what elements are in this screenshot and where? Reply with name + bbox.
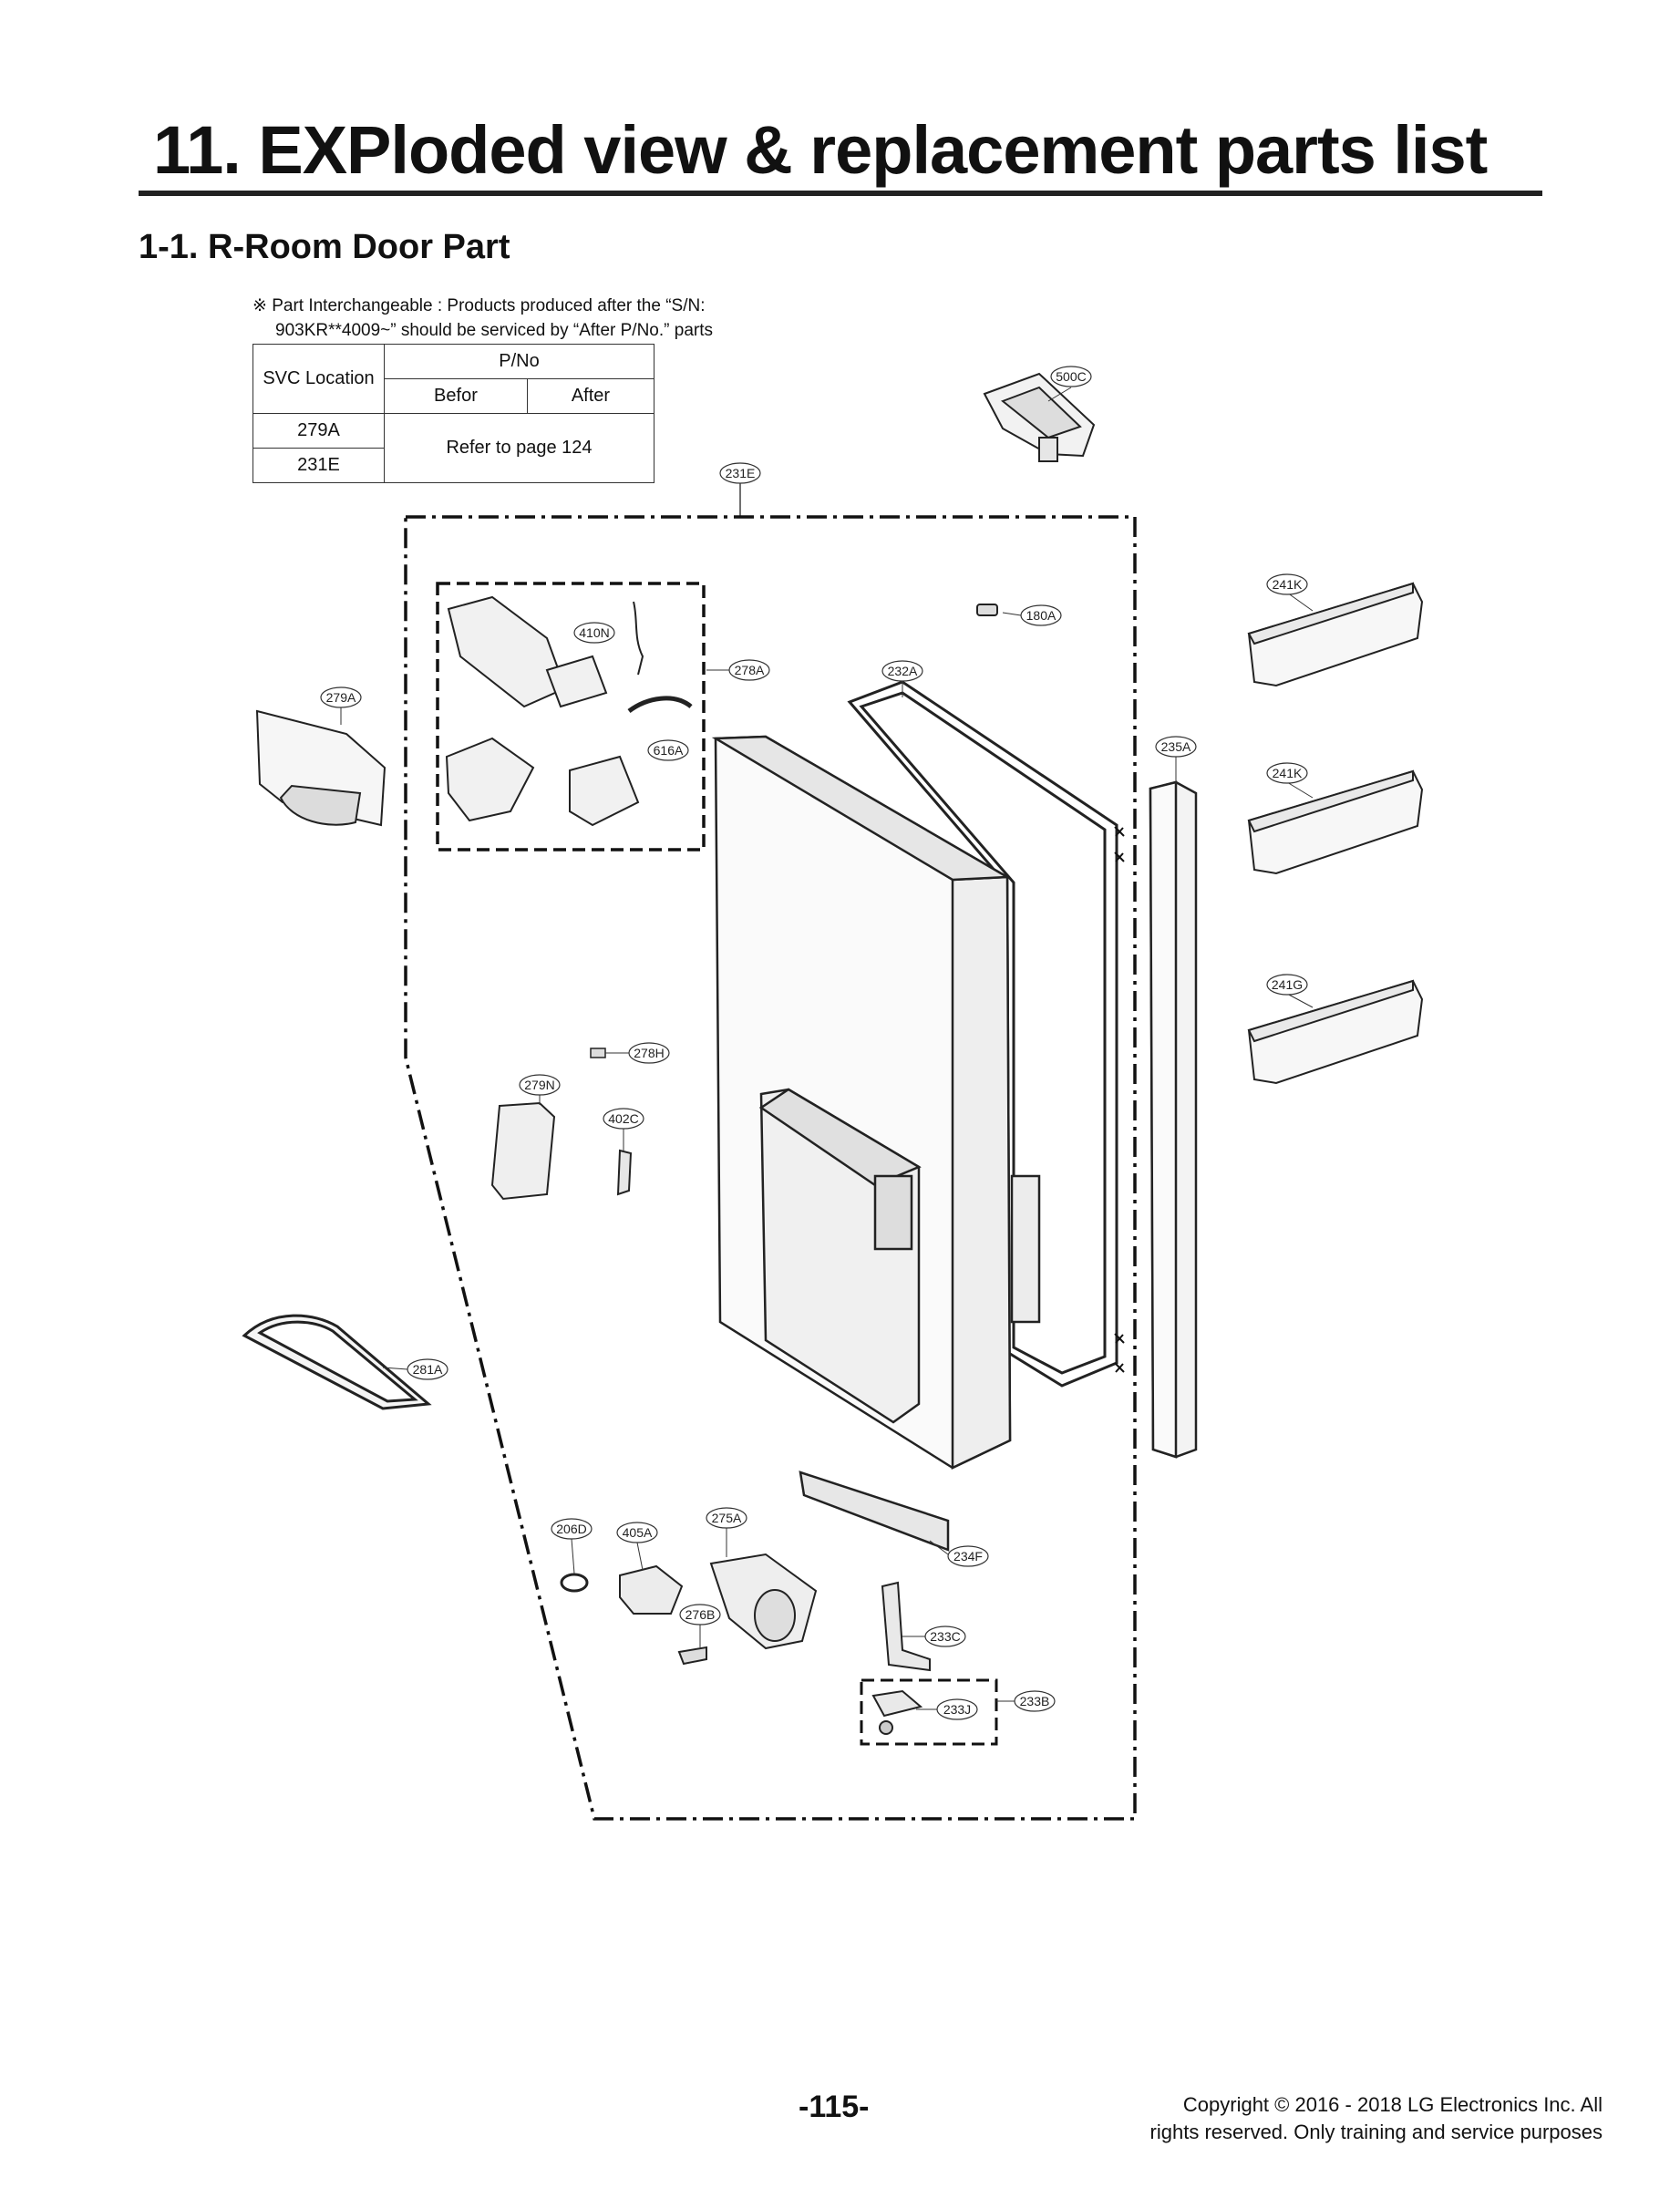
- svg-text:231E: 231E: [726, 466, 756, 480]
- callout-235A: 235A: [1155, 736, 1197, 784]
- callout-410N: 410N: [573, 622, 615, 644]
- copyright-line-2: rights reserved. Only training and servi…: [1149, 2121, 1603, 2143]
- callout-241K-top: 241K: [1266, 573, 1314, 612]
- section-subtitle: 1-1. R-Room Door Part: [139, 228, 510, 266]
- callout-276B: 276B: [679, 1604, 721, 1647]
- callout-241G: 241G: [1266, 974, 1314, 1008]
- svg-text:402C: 402C: [608, 1111, 638, 1126]
- callout-232A: 232A: [881, 660, 923, 697]
- callout-279N: 279N: [519, 1074, 561, 1105]
- interchange-note: ※ Part Interchangeable : Products produc…: [253, 294, 713, 343]
- svg-text:241K: 241K: [1273, 766, 1303, 780]
- part-276B: [677, 1646, 707, 1666]
- callout-616A: 616A: [647, 739, 689, 761]
- svg-text:233B: 233B: [1020, 1694, 1050, 1708]
- svg-text:278H: 278H: [634, 1046, 664, 1060]
- svg-text:241K: 241K: [1273, 577, 1303, 592]
- callout-402C: 402C: [603, 1108, 644, 1151]
- callout-231E: 231E: [719, 462, 761, 484]
- callout-241K-middle: 241K: [1266, 762, 1314, 799]
- door-panel-278A: [711, 735, 1041, 1470]
- svg-text:410N: 410N: [579, 625, 609, 640]
- svg-text:232A: 232A: [888, 664, 918, 678]
- part-206D: [560, 1573, 589, 1593]
- door-cap-235A: [1149, 780, 1198, 1459]
- callout-281A: 281A: [382, 1358, 448, 1380]
- callout-405A: 405A: [616, 1522, 658, 1571]
- page-title: 11. EXPloded view & replacement parts li…: [153, 112, 1488, 188]
- bracket-500C: [983, 372, 1096, 462]
- svg-text:206D: 206D: [556, 1522, 586, 1536]
- part-279A: [255, 709, 387, 827]
- door-bin-241K-top: [1247, 582, 1424, 687]
- callout-233J: 233J: [916, 1698, 978, 1720]
- part-278H: [590, 1048, 606, 1058]
- door-assembly-boundary: [404, 515, 1137, 1821]
- cover-234F: [799, 1471, 950, 1552]
- callout-275A: 275A: [706, 1507, 747, 1557]
- svg-text:233J: 233J: [943, 1702, 971, 1717]
- callout-233C: 233C: [902, 1626, 966, 1647]
- svg-text:278A: 278A: [735, 663, 765, 677]
- shelf-281A: [242, 1314, 432, 1410]
- part-402C: [616, 1149, 633, 1196]
- svc-location-header: SVC Location: [253, 344, 385, 414]
- refer-page-cell: Refer to page 124: [384, 413, 654, 483]
- svc-location-table: SVC Location P/No Befor After 279A Refer…: [253, 344, 655, 483]
- callout-278A: 278A: [706, 659, 770, 681]
- svc-row-231E: 231E: [253, 448, 385, 483]
- svg-text:405A: 405A: [623, 1525, 653, 1540]
- dispenser-parts: [445, 595, 693, 827]
- page-number: -115-: [799, 2090, 870, 2124]
- svg-text:279N: 279N: [524, 1078, 554, 1092]
- hinge-subassembly-boundary: [860, 1678, 998, 1746]
- svg-text:235A: 235A: [1161, 739, 1191, 754]
- after-header: After: [526, 378, 655, 414]
- svg-text:241G: 241G: [1272, 977, 1303, 992]
- svg-text:281A: 281A: [413, 1362, 443, 1377]
- callout-279A: 279A: [320, 686, 362, 725]
- part-180A: [976, 604, 998, 616]
- callout-234F: 234F: [929, 1540, 989, 1567]
- svg-text:616A: 616A: [654, 743, 684, 758]
- callout-500C: 500C: [1047, 366, 1092, 402]
- hinge-233C: [881, 1581, 931, 1672]
- callout-233B: 233B: [996, 1690, 1056, 1712]
- part-279N: [490, 1101, 556, 1201]
- callout-206D: 206D: [551, 1518, 593, 1574]
- note-line-2: 903KR**4009~” should be serviced by “Aft…: [275, 321, 714, 340]
- dispenser-subassembly-boundary: [436, 582, 706, 851]
- part-275A: [709, 1553, 818, 1650]
- svg-text:275A: 275A: [712, 1511, 742, 1525]
- svg-text:500C: 500C: [1056, 369, 1086, 384]
- door-bin-241K-middle: [1247, 769, 1424, 875]
- title-rule: [139, 191, 1542, 196]
- callout-278H: 278H: [605, 1042, 670, 1064]
- note-line-1: ※ Part Interchangeable : Products produc…: [253, 296, 706, 315]
- copyright-line-1: Copyright © 2016 - 2018 LG Electronics I…: [1182, 2093, 1603, 2116]
- part-405A: [619, 1564, 684, 1615]
- copyright-notice: Copyright © 2016 - 2018 LG Electronics I…: [1150, 2091, 1603, 2146]
- svg-text:234F: 234F: [953, 1549, 983, 1564]
- svc-row-279A: 279A: [253, 413, 385, 449]
- before-header: Befor: [384, 378, 528, 414]
- svg-text:180A: 180A: [1026, 608, 1056, 623]
- svg-text:279A: 279A: [326, 690, 356, 705]
- hinge-233J: [871, 1689, 923, 1735]
- door-bin-241G: [1247, 979, 1424, 1085]
- callout-180A: 180A: [1002, 604, 1062, 626]
- svg-text:233C: 233C: [930, 1629, 960, 1644]
- svg-text:276B: 276B: [685, 1607, 716, 1622]
